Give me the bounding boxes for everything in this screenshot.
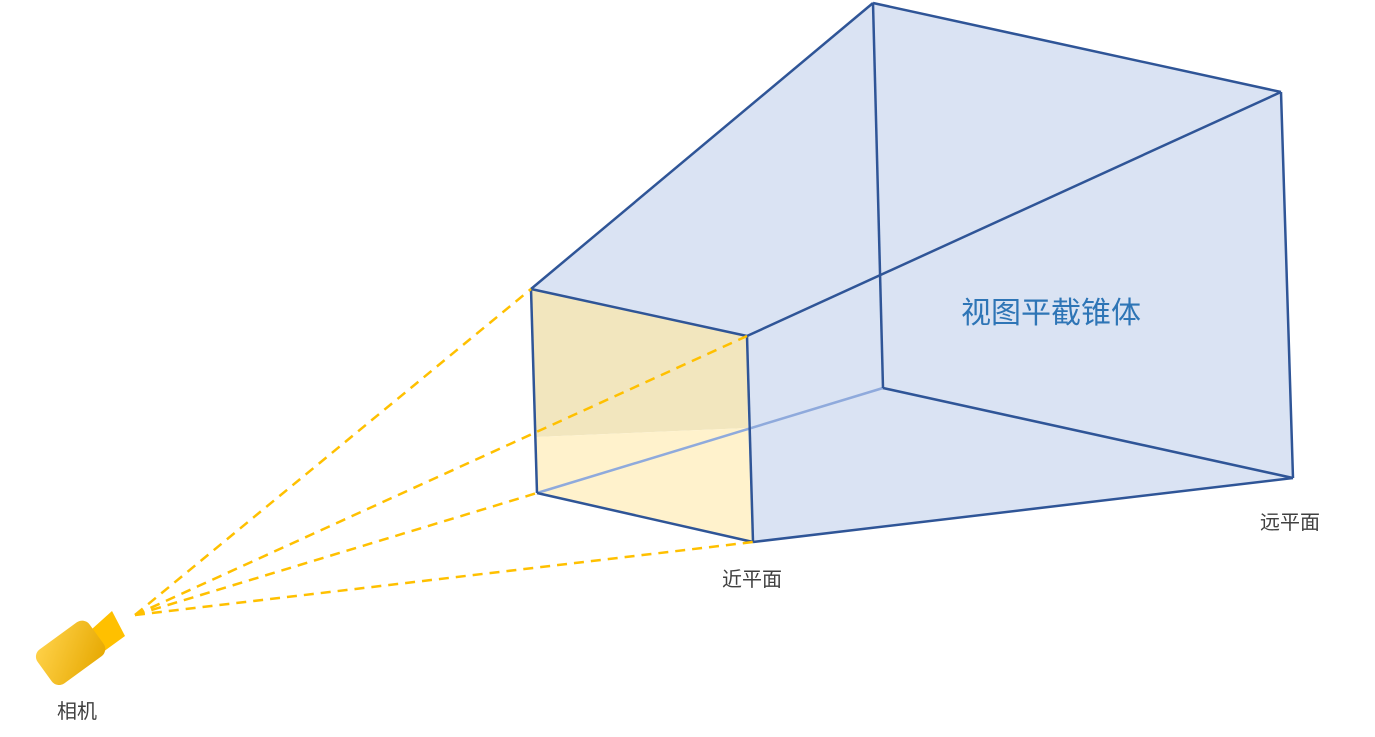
edge-top-left [530, 2, 874, 290]
near-plane-upper [531, 289, 748, 437]
edge-near-top [530, 287, 748, 338]
near-plane-lower [536, 428, 753, 542]
hidden-edge-bottom [536, 386, 884, 495]
edge-top-right [746, 90, 1282, 338]
edge-near-bottom [536, 491, 754, 544]
near-plane-label: 近平面 [722, 567, 782, 591]
camera-label: 相机 [57, 699, 97, 723]
sight-lines [134, 288, 754, 617]
sight-line-bottom-left [134, 491, 538, 617]
camera-body [35, 620, 106, 686]
edge-far-left [871, 2, 885, 389]
edge-near-right [745, 335, 755, 543]
frustum-side-face [747, 92, 1293, 542]
camera-icon [35, 611, 125, 686]
far-plane-label: 远平面 [1260, 510, 1320, 534]
edge-far-top [872, 1, 1282, 94]
sight-line-top-left [134, 288, 532, 616]
edge-near-left [529, 288, 539, 494]
edge-far-bottom [882, 386, 1294, 480]
frustum-edges [529, 1, 1295, 544]
frustum [529, 1, 1295, 544]
sight-line-bottom-right [134, 540, 754, 617]
frustum-top-face [531, 3, 1281, 336]
frustum-label: 视图平截锥体 [961, 296, 1141, 331]
edge-far-right [1279, 91, 1295, 479]
edge-bottom-right [752, 476, 1294, 544]
